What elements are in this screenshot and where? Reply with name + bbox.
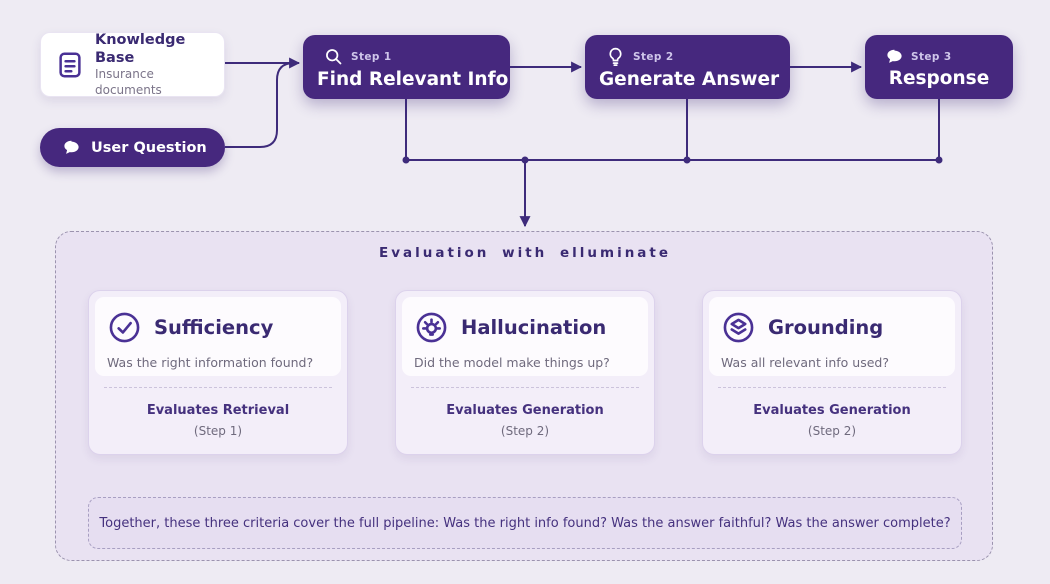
divider xyxy=(411,387,639,388)
grounding-card: Grounding Was all relevant info used? Ev… xyxy=(702,290,962,455)
sufficiency-question: Was the right information found? xyxy=(107,355,314,370)
grounding-title: Grounding xyxy=(768,316,884,339)
step-1-box: Step 1 Find Relevant Info xyxy=(303,35,510,99)
knowledge-base-card: Knowledge Base Insurance documents xyxy=(40,32,225,97)
hallucination-evaluates: Evaluates Generation xyxy=(446,403,604,418)
grounding-step-ref: (Step 2) xyxy=(807,424,857,438)
user-question-label: User Question xyxy=(91,139,207,156)
sufficiency-panel: Sufficiency Was the right information fo… xyxy=(95,297,341,376)
idea-circle-icon xyxy=(416,312,447,343)
step-2-title: Generate Answer xyxy=(599,69,780,90)
evaluation-title: Evaluation with elluminate xyxy=(378,245,672,261)
step-1-title: Find Relevant Info xyxy=(317,69,509,90)
step-2-label: Step 2 xyxy=(633,50,674,63)
step-2-box: Step 2 Generate Answer xyxy=(585,35,790,99)
user-question-pill: User Question xyxy=(40,128,225,167)
step-1-label: Step 1 xyxy=(351,50,392,63)
grounding-evaluates: Evaluates Generation xyxy=(753,403,911,418)
hallucination-step-ref: (Step 2) xyxy=(500,424,550,438)
knowledge-base-subtitle: Insurance documents xyxy=(95,67,162,97)
hallucination-title: Hallucination xyxy=(461,316,607,339)
step-3-title: Response xyxy=(888,68,990,89)
grounding-panel: Grounding Was all relevant info used? xyxy=(709,297,955,376)
sufficiency-step-ref: (Step 1) xyxy=(193,424,243,438)
sufficiency-card: Sufficiency Was the right information fo… xyxy=(88,290,348,455)
magnifier-icon xyxy=(326,49,342,65)
divider xyxy=(104,387,332,388)
step-3-label: Step 3 xyxy=(911,50,952,63)
lightbulb-icon xyxy=(609,47,622,66)
summary-banner: Together, these three criteria cover the… xyxy=(88,497,962,549)
layers-circle-icon xyxy=(723,312,754,343)
document-icon xyxy=(59,52,81,77)
grounding-question: Was all relevant info used? xyxy=(721,355,889,370)
hallucination-panel: Hallucination Did the model make things … xyxy=(402,297,648,376)
sufficiency-evaluates: Evaluates Retrieval xyxy=(146,403,290,418)
sufficiency-title: Sufficiency xyxy=(154,316,274,339)
divider xyxy=(718,387,946,388)
check-circle-icon xyxy=(109,312,140,343)
hallucination-question: Did the model make things up? xyxy=(414,355,610,370)
chat-bubble-icon xyxy=(887,49,902,63)
step-3-box: Step 3 Response xyxy=(865,35,1013,99)
hallucination-card: Hallucination Did the model make things … xyxy=(395,290,655,455)
summary-text: Together, these three criteria cover the… xyxy=(99,515,951,531)
chat-bubble-icon xyxy=(64,140,79,154)
knowledge-base-title: Knowledge Base xyxy=(95,31,186,66)
